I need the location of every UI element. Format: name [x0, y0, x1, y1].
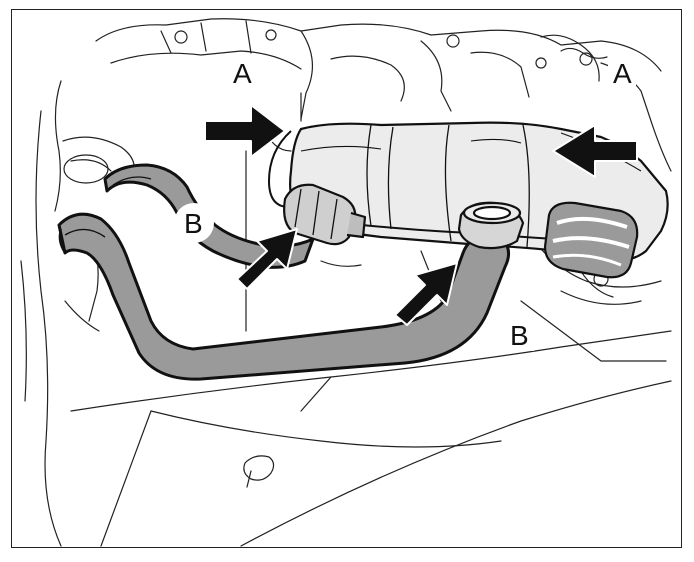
hose-connector-right [457, 201, 525, 250]
illustration: A A B B [20, 18, 672, 547]
callout-labels: A A B B [174, 57, 636, 351]
hose-connector-left [283, 183, 367, 246]
callout-b-left: B [184, 208, 203, 239]
callout-b-right: B [510, 320, 529, 351]
callout-a-left: A [233, 58, 252, 89]
arrow-b-left [236, 228, 298, 290]
arrows [204, 104, 638, 326]
callout-a-right: A [613, 58, 632, 89]
arrow-a-right [552, 124, 638, 178]
diagram-frame: A A B B [11, 9, 682, 548]
arrow-a-left [204, 104, 286, 158]
hose-clamp-right [543, 201, 639, 279]
arrow-b-right [394, 262, 458, 326]
